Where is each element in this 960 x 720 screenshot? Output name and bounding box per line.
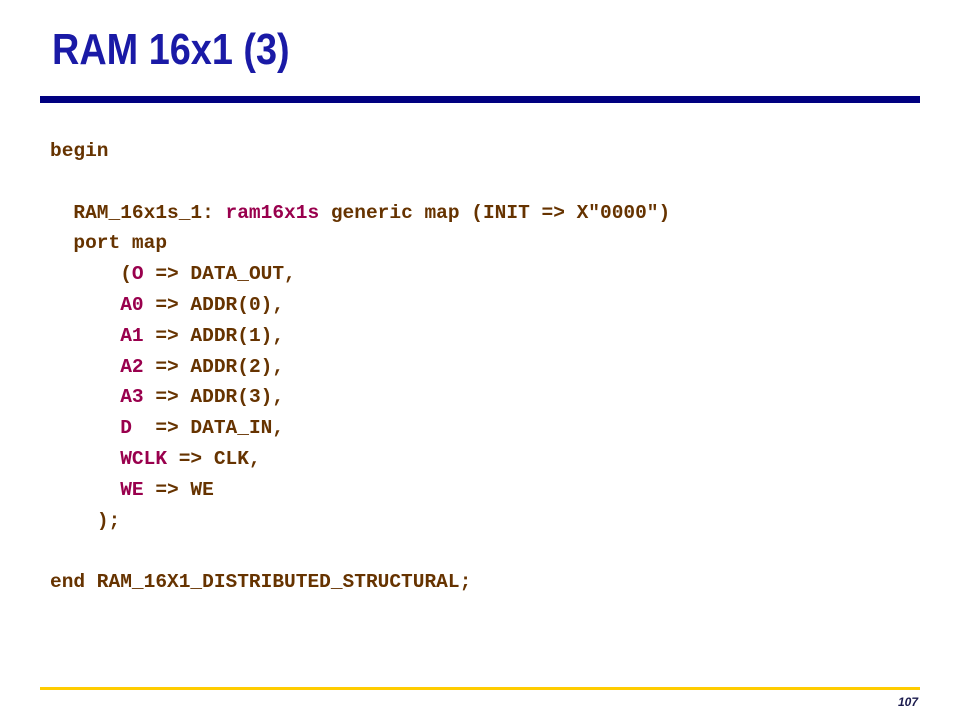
code-line-port-o: (O => DATA_OUT,	[50, 259, 670, 290]
code-line-blank	[50, 536, 670, 567]
code-line-begin: begin	[50, 136, 670, 167]
code-line-port-a3: A3 => ADDR(3),	[50, 382, 670, 413]
port-map-keyword: port map	[73, 232, 168, 255]
port-prefix: (	[120, 263, 132, 286]
code-line-port-we: WE => WE	[50, 475, 670, 506]
generic-map: generic map (INIT => X"0000")	[319, 201, 671, 224]
port-name: A2	[120, 355, 144, 378]
port-mapping: => WE	[143, 478, 214, 501]
footer-rule	[40, 687, 920, 690]
close-paren: );	[96, 509, 121, 532]
port-name: A3	[120, 386, 144, 409]
port-name: WE	[120, 478, 144, 501]
port-name: WCLK	[120, 447, 168, 470]
port-mapping: => ADDR(1),	[143, 324, 285, 347]
slide-title: RAM 16x1 (3)	[52, 25, 290, 74]
port-mapping: => ADDR(2),	[143, 355, 285, 378]
port-mapping: => ADDR(3),	[143, 386, 285, 409]
begin-keyword: begin	[50, 140, 109, 162]
port-name: A0	[120, 293, 144, 316]
port-name: D	[120, 417, 132, 440]
code-line-port-a2: A2 => ADDR(2),	[50, 352, 670, 383]
end-statement: end RAM_16X1_DISTRIBUTED_STRUCTURAL;	[50, 571, 472, 594]
port-name: A1	[120, 324, 144, 347]
code-line-port-map: port map	[50, 228, 670, 259]
page-number: 107	[897, 695, 918, 709]
vhdl-code-block: begin RAM_16x1s_1: ram16x1s generic map …	[50, 136, 670, 598]
code-line-port-a1: A1 => ADDR(1),	[50, 321, 670, 352]
component-name: ram16x1s	[225, 201, 320, 224]
code-line-port-wclk: WCLK => CLK,	[50, 444, 670, 475]
instance-label: RAM_16x1s_1:	[73, 201, 226, 224]
code-line-close: );	[50, 506, 670, 537]
port-mapping: => ADDR(0),	[143, 293, 285, 316]
code-line-port-d: D => DATA_IN,	[50, 413, 670, 444]
port-mapping: => DATA_IN,	[131, 417, 285, 440]
code-line-port-a0: A0 => ADDR(0),	[50, 290, 670, 321]
port-mapping: => DATA_OUT,	[143, 263, 296, 286]
code-line-end: end RAM_16X1_DISTRIBUTED_STRUCTURAL;	[50, 567, 670, 598]
title-underline	[40, 96, 920, 103]
port-name: O	[131, 263, 144, 286]
code-line-blank	[50, 167, 670, 198]
code-line-instance: RAM_16x1s_1: ram16x1s generic map (INIT …	[50, 198, 670, 229]
port-mapping: => CLK,	[167, 447, 261, 470]
